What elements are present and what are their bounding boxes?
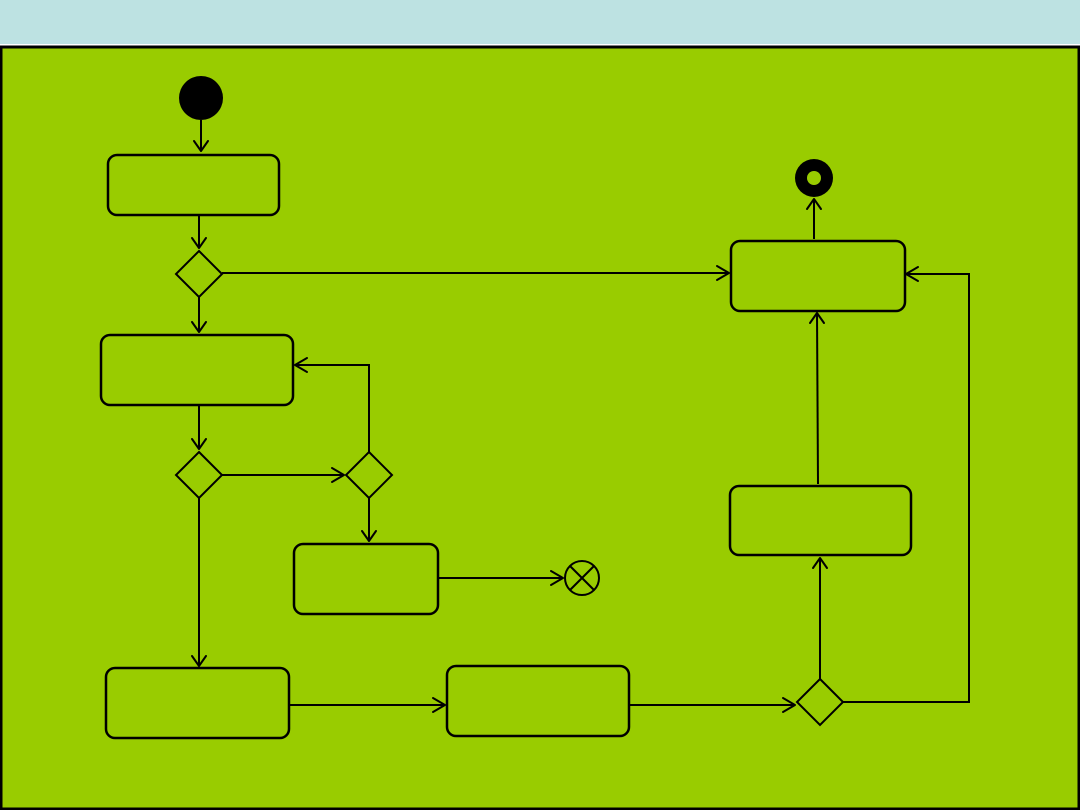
edge-action-1-to-decision-1 [191, 215, 207, 249]
flow-final-node [564, 560, 600, 596]
edge-start-to-action-1 [193, 120, 209, 152]
action-node-6 [728, 484, 913, 557]
activity-final-inner [807, 171, 821, 185]
edge-action-3-to-flow-final [438, 570, 564, 586]
edge-action-6-to-action-7 [809, 312, 825, 485]
edge-decision-3-to-action-2 [294, 357, 370, 452]
initial-node [179, 76, 223, 120]
edge-action-5-to-decision-4 [629, 697, 796, 713]
decision-node-4 [795, 677, 845, 727]
action-node-4 [104, 666, 291, 740]
edge-decision-4-to-action-7 [843, 266, 970, 703]
header-band [0, 0, 1080, 44]
edge-action-7-to-end [806, 198, 822, 239]
action-node-5 [445, 664, 631, 738]
edge-decision-2-to-decision-3 [222, 467, 345, 483]
edge-decision-1-to-action-7 [222, 265, 730, 281]
edge-decision-4-to-action-6 [812, 557, 828, 679]
edge-action-4-to-action-5 [289, 697, 446, 713]
edge-action-2-to-decision-2 [191, 405, 207, 450]
action-node-1 [106, 153, 281, 217]
action-node-7 [729, 239, 907, 313]
action-node-2 [99, 333, 295, 407]
edge-decision-3-to-action-3 [361, 498, 377, 542]
diagram-canvas [0, 45, 1080, 810]
edge-decision-1-to-action-2 [191, 297, 207, 333]
edge-decision-2-to-action-4 [191, 498, 207, 667]
